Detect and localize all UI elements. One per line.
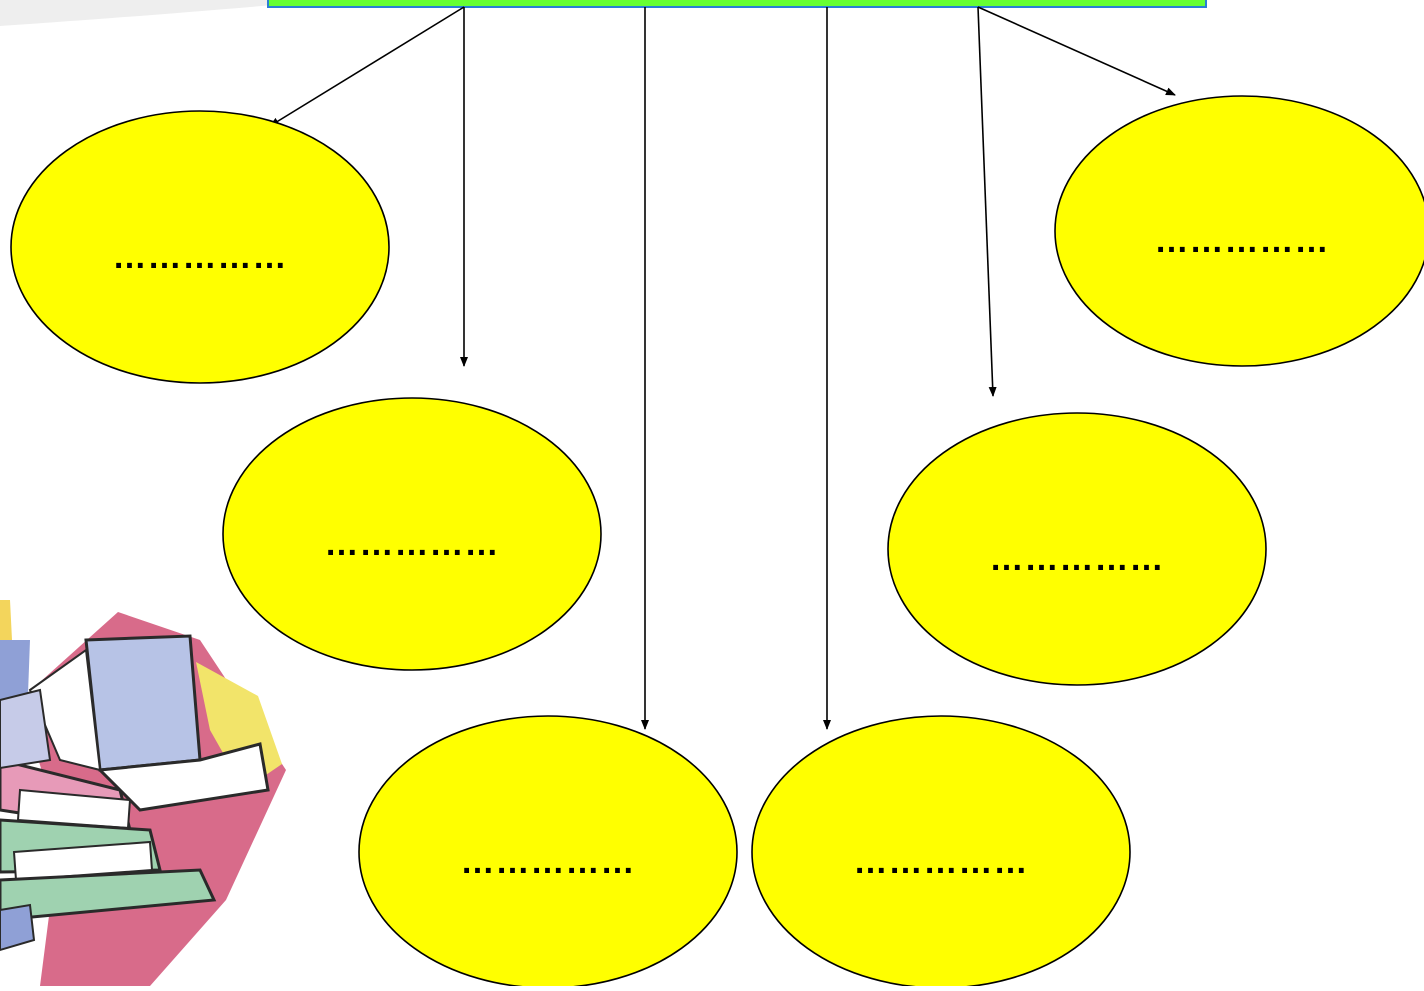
arrow-to-node-1 xyxy=(269,6,465,127)
node-ellipse xyxy=(222,397,602,671)
node-label: …………… xyxy=(325,525,500,563)
connector-arrows xyxy=(269,6,1176,730)
node-group: …………… …………… …………… …………… …………… …………… xyxy=(10,95,1424,989)
node-label: …………… xyxy=(990,540,1165,578)
book-stack-icon xyxy=(0,600,286,986)
node-4: …………… xyxy=(751,715,1131,989)
arrow-to-node-5 xyxy=(977,6,997,397)
node-5: …………… xyxy=(887,412,1267,686)
node-6: …………… xyxy=(1054,95,1424,367)
background-swoosh xyxy=(0,0,330,26)
node-1: …………… xyxy=(10,110,390,384)
node-label: …………… xyxy=(113,238,288,276)
node-label: …………… xyxy=(854,843,1029,881)
node-ellipse xyxy=(10,110,390,384)
header-box xyxy=(267,0,1207,8)
node-2: …………… xyxy=(222,397,602,671)
node-label: …………… xyxy=(461,843,636,881)
arrow-to-node-6 xyxy=(977,6,1176,96)
node-ellipse xyxy=(1054,95,1424,367)
node-ellipse xyxy=(887,412,1267,686)
node-label: …………… xyxy=(1155,222,1330,260)
node-3: …………… xyxy=(358,715,738,989)
